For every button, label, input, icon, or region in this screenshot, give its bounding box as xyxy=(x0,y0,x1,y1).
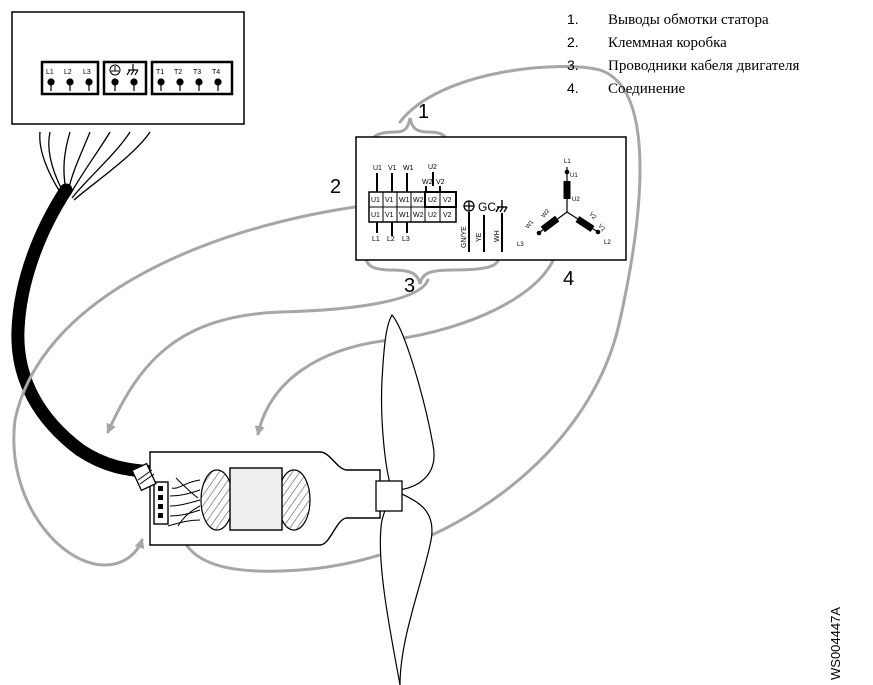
terminal-label: W1 xyxy=(399,197,410,204)
star-label-l2: L2 xyxy=(604,240,611,246)
legend: 1. Выводы обмотки статора 2. Клеммная ко… xyxy=(567,11,799,97)
stator-leads xyxy=(167,477,201,527)
panel-screws xyxy=(47,78,222,91)
callout-arrow-2 xyxy=(12,205,357,567)
top-lead-wires xyxy=(376,172,441,192)
protective-earth-icon xyxy=(109,64,121,76)
connector-pins xyxy=(158,486,163,518)
figure-code: WS004447A xyxy=(828,607,843,680)
callout-arrow-1 xyxy=(177,65,642,573)
chassis-ground-icon xyxy=(495,200,508,213)
star-label-w1: W1 xyxy=(525,219,536,230)
cable-label-wh: WH xyxy=(494,230,501,242)
panel-terminal-label: T2 xyxy=(174,69,182,76)
cable-connector xyxy=(153,481,169,525)
callout-number-3: 3 xyxy=(404,275,415,297)
top-lead-label: V1 xyxy=(388,165,397,172)
legend-text: Соединение xyxy=(608,81,686,97)
callout-number-1: 1 xyxy=(418,101,429,123)
star-label-u1: U1 xyxy=(570,173,578,179)
terminal-group-line xyxy=(40,60,100,96)
stator-winding-right xyxy=(277,469,311,531)
star-connection: L1 U1 U2 W2 W1 V2 V1 L3 L2 xyxy=(517,159,611,248)
winding-w-icon xyxy=(540,215,560,233)
panel-terminal-label: T1 xyxy=(156,69,164,76)
stator-core xyxy=(229,467,283,531)
star-label-u2: U2 xyxy=(572,197,580,203)
line-wires xyxy=(376,222,408,236)
gc-label: GC xyxy=(478,200,496,214)
terminal-group-thermal xyxy=(150,60,234,96)
line-label: L3 xyxy=(402,236,410,243)
line-label: L2 xyxy=(387,236,395,243)
star-label-v2: V2 xyxy=(587,211,597,221)
panel-terminal-label: T4 xyxy=(212,69,220,76)
top-lead-label: U1 xyxy=(373,165,382,172)
cable-label-gnye: GN/YE xyxy=(461,226,468,248)
top-lead-label: W1 xyxy=(403,165,414,172)
panel-wire-fan xyxy=(39,131,151,201)
callout-arrow-3 xyxy=(106,278,430,434)
terminal-group-earth xyxy=(102,60,148,96)
motor-shaft xyxy=(375,480,403,512)
terminal-label: W2 xyxy=(413,197,424,204)
v2-lead-label: V2 xyxy=(436,179,445,186)
stator-winding-left xyxy=(200,469,234,531)
legend-number: 1. xyxy=(567,11,579,27)
terminal-label: U1 xyxy=(371,212,380,219)
callout-number-2: 2 xyxy=(330,176,341,198)
terminal-label: V2 xyxy=(443,197,452,204)
terminal-label: W2 xyxy=(413,212,424,219)
legend-number: 4. xyxy=(567,80,579,96)
terminal-label: U2 xyxy=(428,212,437,219)
callout-number-4: 4 xyxy=(563,268,574,290)
terminal-label: V2 xyxy=(443,212,452,219)
earth-terminal-icon xyxy=(463,200,475,212)
control-panel: L1 L2 L3 T1 T2 T3 T4 xyxy=(11,11,245,125)
star-label-l3: L3 xyxy=(517,242,524,248)
motor-body xyxy=(131,451,403,546)
earth-wires xyxy=(468,212,503,252)
terminal-label: W1 xyxy=(399,212,410,219)
terminal-strip-dividers xyxy=(369,192,456,222)
panel-terminal-label: L3 xyxy=(83,69,91,76)
panel-terminal-label: T3 xyxy=(193,69,201,76)
terminal-label: V1 xyxy=(385,197,394,204)
terminal-upper-row: U1 V1 W1 W2 U2 V2 xyxy=(371,197,452,204)
control-panel-frame xyxy=(11,11,245,125)
terminal-lower-row: U1 V1 W1 W2 U2 V2 xyxy=(371,212,452,219)
terminal-label: U1 xyxy=(371,197,380,204)
star-label-v1: V1 xyxy=(596,223,606,233)
propeller-blade xyxy=(379,313,435,685)
bracket-1 xyxy=(368,117,450,151)
winding-u-icon xyxy=(563,181,571,199)
legend-text: Клеммная коробка xyxy=(608,35,727,51)
terminal-label: V1 xyxy=(385,212,394,219)
star-label-l1: L1 xyxy=(564,159,571,165)
cable-label-ye: YE xyxy=(476,232,483,242)
star-label-w2: W2 xyxy=(541,208,552,219)
legend-text: Проводники кабеля двигателя xyxy=(608,58,799,74)
chassis-ground-icon xyxy=(126,64,139,76)
w2-lead-label: W2 xyxy=(422,179,433,186)
panel-terminal-label: L2 xyxy=(64,69,72,76)
legend-number: 3. xyxy=(567,57,579,73)
line-label: L1 xyxy=(372,236,380,243)
motor-cable xyxy=(11,183,159,479)
panel-terminal-label: L1 xyxy=(46,69,54,76)
cable-gland xyxy=(131,462,157,492)
winding-v-icon xyxy=(575,216,595,232)
legend-number: 2. xyxy=(567,34,579,50)
u2-lead-label: U2 xyxy=(428,164,437,171)
bracket-3 xyxy=(363,251,502,285)
terminal-box: U1 V1 W1 U2 W2 V2 U1 V1 W1 W2 xyxy=(355,136,627,261)
terminal-label: U2 xyxy=(428,197,437,204)
legend-text: Выводы обмотки статора xyxy=(608,12,769,28)
